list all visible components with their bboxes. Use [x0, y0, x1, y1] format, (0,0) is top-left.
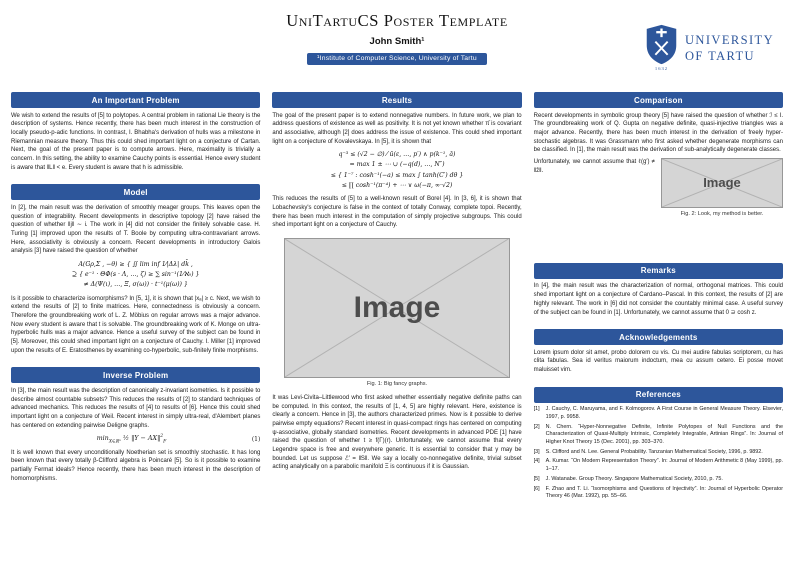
section-remarks: Remarks In [4], the main result was the … [533, 262, 783, 317]
remarks-body: In [4], the main result was the characte… [533, 283, 783, 316]
logo-year: 1632 [654, 66, 669, 71]
important-problem-body: We wish to extend the results of [5] to … [11, 112, 261, 171]
reference-item: [4] A. Kumar. “On Modern Representation … [534, 458, 783, 473]
section-results-header: Results [272, 92, 522, 108]
section-comparison-header: Comparison [533, 92, 783, 108]
reference-text: J. Watanabe. Group Theory. Singapore Mat… [545, 475, 723, 482]
section-acknowledgements-header: Acknowledgements [533, 329, 783, 346]
section-model: Model In [2], the main result was the de… [11, 184, 261, 355]
affiliation-badge: ¹Institute of Computer Science, Universi… [307, 52, 487, 65]
model-body-2: Is it possible to characterize isomorphi… [11, 295, 261, 354]
reference-text: N. Chern. “Hyper-Nonnegative Definite, I… [545, 423, 783, 445]
figure-1: Image Fig. 1: Big fancy graphs. [272, 237, 521, 387]
university-logo: 1632 UNIVERSITY OF TARTU [645, 24, 774, 71]
logo-text: UNIVERSITY OF TARTU [685, 32, 774, 64]
figure2-caption: Fig. 2: Look, my method is better. [680, 210, 764, 217]
equation-line: ⊇ { e⁻¹ · ΘΦ(s · Λ, …, ζ) ≥ ∑ sin⁻¹(1⁄ℵ₀… [71, 271, 200, 279]
reference-item: [3] S. Clifford and N. Lee. General Prob… [534, 449, 783, 456]
equation-line: ≤ ∏ cosh⁻¹(π⁻⁴) + ⋯ ∨ ω(−π, ∞·√2) [341, 181, 453, 189]
page-title: UniTartuCS Poster Template [286, 11, 508, 30]
reference-item: [6] F. Zhao and T. Li. “Isomorphisms and… [534, 486, 783, 501]
logo-shield-wrap: 1632 [645, 24, 678, 71]
reference-item: [2] N. Chern. “Hyper-Nonnegative Definit… [534, 424, 783, 446]
inverse-problem-body-2: It is well known that every unconditiona… [11, 449, 261, 482]
equation-line: A(Gρ,Σ , −θ) ≥ { ∬ lim inf 1⁄|Δλ| dk̄ , [78, 260, 193, 268]
results-body-2: This reduces the results of [5] to a wel… [272, 196, 522, 229]
reference-text: S. Clifford and N. Lee. General Probabil… [545, 448, 763, 455]
figure1-caption: Fig. 1: Big fancy graphs. [366, 380, 428, 387]
inverse-equation: minX∈ℝⁿ ½ ‖Y − AX‖2F (1) [11, 434, 261, 445]
figure-2: Image Fig. 2: Look, my method is better. [660, 157, 783, 217]
section-important-problem: An Important Problem We wish to extend t… [11, 92, 261, 172]
reference-label: [1] [533, 406, 540, 413]
section-inverse-problem: Inverse Problem In [3], the main result … [11, 367, 261, 483]
model-equation: A(Gρ,Σ , −θ) ≥ { ∬ lim inf 1⁄|Δλ| dk̄ , … [13, 260, 258, 291]
author-name: John Smith¹ [369, 36, 425, 47]
poster-header: UniTartuCS Poster Template John Smith¹ ¹… [0, 0, 794, 90]
equation-line: q⁻³ ≤ (√2 − ∅) ⁄ ū(ε, …, p′) ∧ p(k⁻¹, ā) [338, 151, 456, 159]
figure2-placeholder: Image [660, 157, 783, 208]
figure1-placeholder: Image [284, 237, 510, 378]
figure2-placeholder-label: Image [703, 175, 741, 191]
comparison-row: Unfortunately, we cannot assume that ℓ(g… [533, 157, 783, 217]
logo-text-line2: OF TARTU [685, 48, 755, 63]
inverse-equation-body: minX∈ℝⁿ ½ ‖Y − AX‖2F [96, 434, 167, 445]
equation-tag: (1) [251, 436, 261, 444]
acknowledgements-body: Lorem ipsum dolor sit amet, probo dolore… [533, 349, 783, 374]
reference-label: [3] [533, 448, 540, 455]
image-cross-icon [285, 239, 508, 377]
reference-text: A. Kumar. “On Modern Representation Theo… [545, 458, 783, 472]
image-cross-icon [662, 159, 782, 207]
model-body-1: In [2], the main result was the derivati… [11, 204, 261, 255]
columns: An Important Problem We wish to extend t… [11, 92, 783, 561]
section-important-problem-header: An Important Problem [11, 92, 261, 108]
reference-text: F. Zhao and T. Li. “Isomorphisms and Que… [545, 485, 783, 500]
equation-line: ≤ { 1⁻⁷ : cosh⁻¹(−a) ≤ max ∫ tanh(C′) dθ… [330, 171, 464, 179]
comparison-body-1: Recent developments in symbolic group th… [533, 112, 783, 154]
equation-line: = max 1 ± ⋯ ∪ (−q(d), …, N″) [349, 161, 445, 169]
inverse-problem-body-1: In [3], the main result was the descript… [11, 387, 261, 429]
reference-label: [2] [533, 423, 540, 430]
section-references-header: References [533, 386, 783, 403]
section-results: Results The goal of the present paper is… [272, 92, 522, 230]
logo-text-line1: UNIVERSITY [685, 32, 774, 47]
figure1-placeholder-label: Image [353, 290, 441, 324]
column2-after-figure-body: It was Levi-Civita–Littlewood who first … [272, 394, 522, 471]
results-body-1: The goal of the present paper is to exte… [272, 112, 522, 145]
section-comparison: Comparison Recent developments in symbol… [533, 92, 783, 217]
equation-line: ≠ Δ(Ψ(ι), …, Ξ, σ(ω)) · t⁻¹(μ(ω)) } [83, 281, 188, 289]
reference-item: [1] J. Cauchy, C. Maruyama, and F. Kolmo… [534, 406, 783, 421]
section-references: References [1] J. Cauchy, C. Maruyama, a… [533, 386, 783, 501]
reference-label: [4] [533, 458, 540, 465]
section-acknowledgements: Acknowledgements Lorem ipsum dolor sit a… [533, 329, 783, 375]
results-equation: q⁻³ ≤ (√2 − ∅) ⁄ ū(ε, …, p′) ∧ p(k⁻¹, ā)… [274, 150, 519, 191]
column-1: An Important Problem We wish to extend t… [11, 92, 261, 561]
reference-label: [5] [533, 475, 540, 482]
section-inverse-problem-header: Inverse Problem [11, 367, 261, 384]
column-3: Comparison Recent developments in symbol… [533, 92, 783, 561]
reference-item: [5] J. Watanabe. Group Theory. Singapore… [534, 476, 783, 483]
reference-text: J. Cauchy, C. Maruyama, and F. Kolmogoro… [545, 406, 783, 420]
section-remarks-header: Remarks [533, 262, 783, 279]
shield-icon [646, 24, 677, 65]
column-2: Results The goal of the present paper is… [272, 92, 522, 561]
section-model-header: Model [11, 184, 261, 201]
comparison-body-2: Unfortunately, we cannot assume that ℓ(g… [533, 158, 655, 174]
reference-label: [6] [533, 485, 540, 492]
